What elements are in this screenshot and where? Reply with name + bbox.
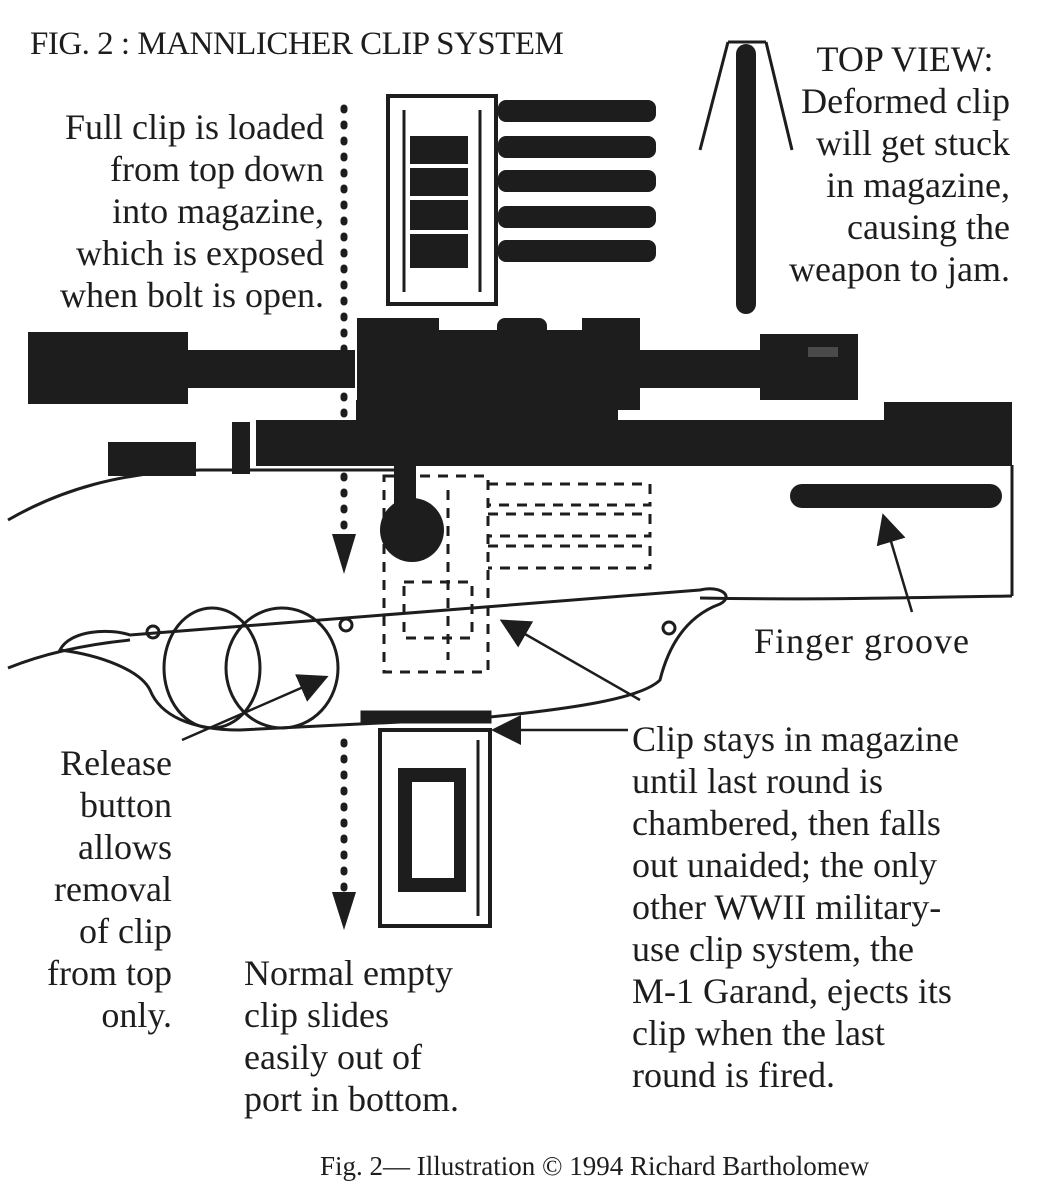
top-view-line: weapon to jam. bbox=[789, 249, 1010, 289]
top-view-line: Deformed clip bbox=[801, 81, 1010, 121]
top-view-note: Deformed clip will get stuck in magazine… bbox=[752, 80, 1010, 290]
empty-clip-line: clip slides bbox=[244, 995, 389, 1035]
empty-clip-line: port in bottom. bbox=[244, 1079, 459, 1119]
dotted-arrow-loading bbox=[332, 104, 356, 574]
clip-stays-line: other WWII military- bbox=[632, 887, 942, 927]
release-line: only. bbox=[101, 995, 172, 1035]
clip-stays-line: M-1 Garand, ejects its bbox=[632, 971, 952, 1011]
empty-clip-bottom bbox=[378, 728, 492, 928]
loading-line: when bolt is open. bbox=[60, 275, 324, 315]
release-line: button bbox=[79, 785, 172, 825]
release-button-arrow bbox=[181, 674, 329, 742]
full-clip-top bbox=[386, 94, 656, 306]
top-view-line: in magazine, bbox=[826, 165, 1010, 205]
clip-stays-line: chambered, then falls bbox=[632, 803, 941, 843]
release-button-note: Release button allows removal of clip fr… bbox=[20, 742, 172, 1036]
loading-line: from top down bbox=[110, 149, 324, 189]
receiver bbox=[108, 400, 1012, 562]
clip-stays-line: Clip stays in magazine bbox=[632, 719, 959, 759]
magazine-dashed-clip bbox=[382, 474, 652, 674]
clip-stays-line: until last round is bbox=[632, 761, 883, 801]
release-line: Release bbox=[60, 743, 172, 783]
top-view-title: TOP VIEW: bbox=[816, 39, 994, 79]
figure-credit: Fig. 2— Illustration © 1994 Richard Bart… bbox=[320, 1151, 870, 1181]
scope bbox=[28, 318, 858, 410]
finger-groove-arrow bbox=[876, 513, 914, 613]
release-line: of clip bbox=[79, 911, 172, 951]
empty-clip-note: Normal empty clip slides easily out of p… bbox=[244, 952, 524, 1120]
clip-stays-line: use clip system, the bbox=[632, 929, 914, 969]
clip-stays-line: out unaided; the only bbox=[632, 845, 937, 885]
empty-clip-line: Normal empty bbox=[244, 953, 453, 993]
figure-title: FIG. 2 : MANNLICHER CLIP SYSTEM bbox=[30, 26, 564, 62]
clip-stays-note: Clip stays in magazine until last round … bbox=[632, 718, 1032, 1096]
clip-stays-line: round is fired. bbox=[632, 1055, 835, 1095]
loading-note: Full clip is loaded from top down into m… bbox=[24, 106, 324, 316]
finger-groove-label: Finger groove bbox=[754, 621, 970, 661]
trigger-guard bbox=[57, 587, 728, 732]
top-view-line: will get stuck bbox=[816, 123, 1010, 163]
clip-stays-line: clip when the last bbox=[632, 1013, 885, 1053]
top-view-clip bbox=[698, 40, 794, 314]
top-view-line: causing the bbox=[847, 207, 1010, 247]
clip-stays-arrow bbox=[499, 619, 641, 702]
loading-line: which is exposed bbox=[76, 233, 324, 273]
release-line: allows bbox=[78, 827, 172, 867]
loading-line: Full clip is loaded bbox=[65, 107, 324, 147]
release-line: from top bbox=[47, 953, 172, 993]
loading-line: into magazine, bbox=[112, 191, 324, 231]
release-line: removal bbox=[54, 869, 172, 909]
empty-clip-line: easily out of bbox=[244, 1037, 422, 1077]
dotted-arrow-ejection bbox=[332, 738, 356, 930]
